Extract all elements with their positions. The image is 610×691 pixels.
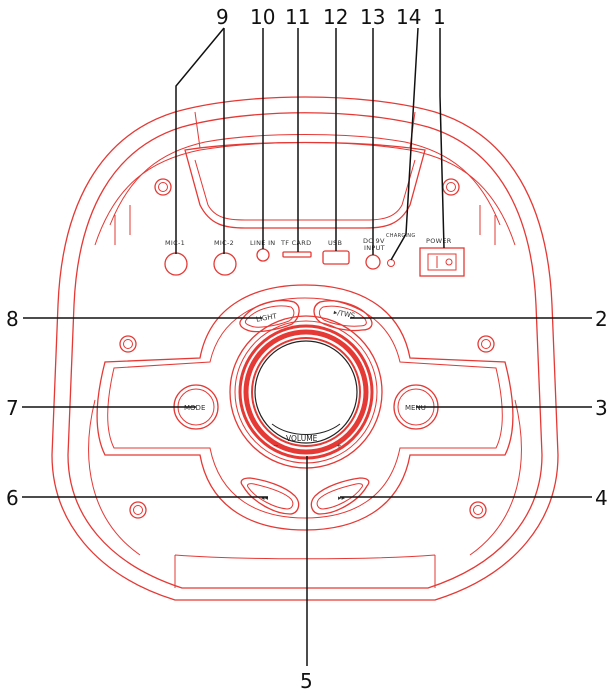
callout-8: 8 — [6, 307, 19, 331]
leader-lines — [22, 27, 592, 666]
next-button[interactable]: ▸▸ — [310, 477, 370, 515]
callout-12: 12 — [323, 5, 348, 29]
volume-minus: − — [273, 442, 279, 450]
callout-3: 3 — [595, 396, 608, 420]
mic2-jack[interactable] — [213, 252, 237, 276]
power-switch[interactable] — [427, 253, 457, 271]
power-switch-housing — [419, 247, 465, 277]
tf-card-slot[interactable] — [282, 251, 312, 258]
charging-label: CHARGING — [386, 233, 416, 239]
callout-11: 11 — [285, 5, 310, 29]
usb-label: USB — [328, 239, 342, 247]
play-tws-button-label: ▸/TWS — [333, 308, 356, 320]
callout-6: 6 — [6, 486, 19, 510]
callout-5: 5 — [300, 669, 313, 691]
handle-recess — [184, 141, 426, 229]
charging-led — [387, 259, 395, 267]
callout-13: 13 — [360, 5, 385, 29]
callout-numbers: 9 10 11 12 13 14 1 2 3 4 5 6 7 8 — [6, 5, 608, 691]
usb-port[interactable] — [322, 250, 350, 265]
input-panel: MIC-1 MIC-2 LINE IN TF CARD USB DC 9V IN… — [164, 233, 465, 277]
light-button-label: LIGHT — [255, 312, 278, 324]
mode-button-label: MODE — [184, 404, 205, 412]
tf-card-label: TF CARD — [280, 239, 311, 247]
dc-input-jack[interactable] — [365, 254, 381, 270]
speaker-body-outline — [51, 96, 559, 601]
previous-button-label: ◂◂ — [261, 494, 269, 502]
next-button-label: ▸▸ — [338, 494, 346, 502]
callout-14: 14 — [396, 5, 421, 29]
power-label: POWER — [426, 237, 452, 245]
callout-7: 7 — [6, 396, 19, 420]
volume-label: VOLUME — [286, 434, 318, 443]
callout-4: 4 — [595, 486, 608, 510]
dc-input-label-1: DC 9V — [363, 237, 385, 245]
callout-10: 10 — [250, 5, 275, 29]
control-panel: LIGHT ▸/TWS MODE MENU ◂◂ — [96, 284, 514, 531]
light-button[interactable]: LIGHT — [239, 299, 300, 333]
menu-button-label: MENU — [405, 404, 426, 412]
line-in-jack[interactable] — [256, 248, 270, 262]
dc-input-label-2: INPUT — [364, 244, 385, 252]
mic1-jack[interactable] — [164, 252, 188, 276]
previous-button[interactable]: ◂◂ — [240, 477, 300, 515]
callout-2: 2 — [595, 307, 608, 331]
mic1-label: MIC-1 — [165, 239, 185, 247]
screw-holes — [119, 178, 495, 519]
callout-9: 9 — [216, 5, 229, 29]
callout-1: 1 — [433, 5, 446, 29]
volume-knob[interactable]: VOLUME − + — [229, 315, 383, 469]
volume-plus: + — [336, 442, 342, 450]
